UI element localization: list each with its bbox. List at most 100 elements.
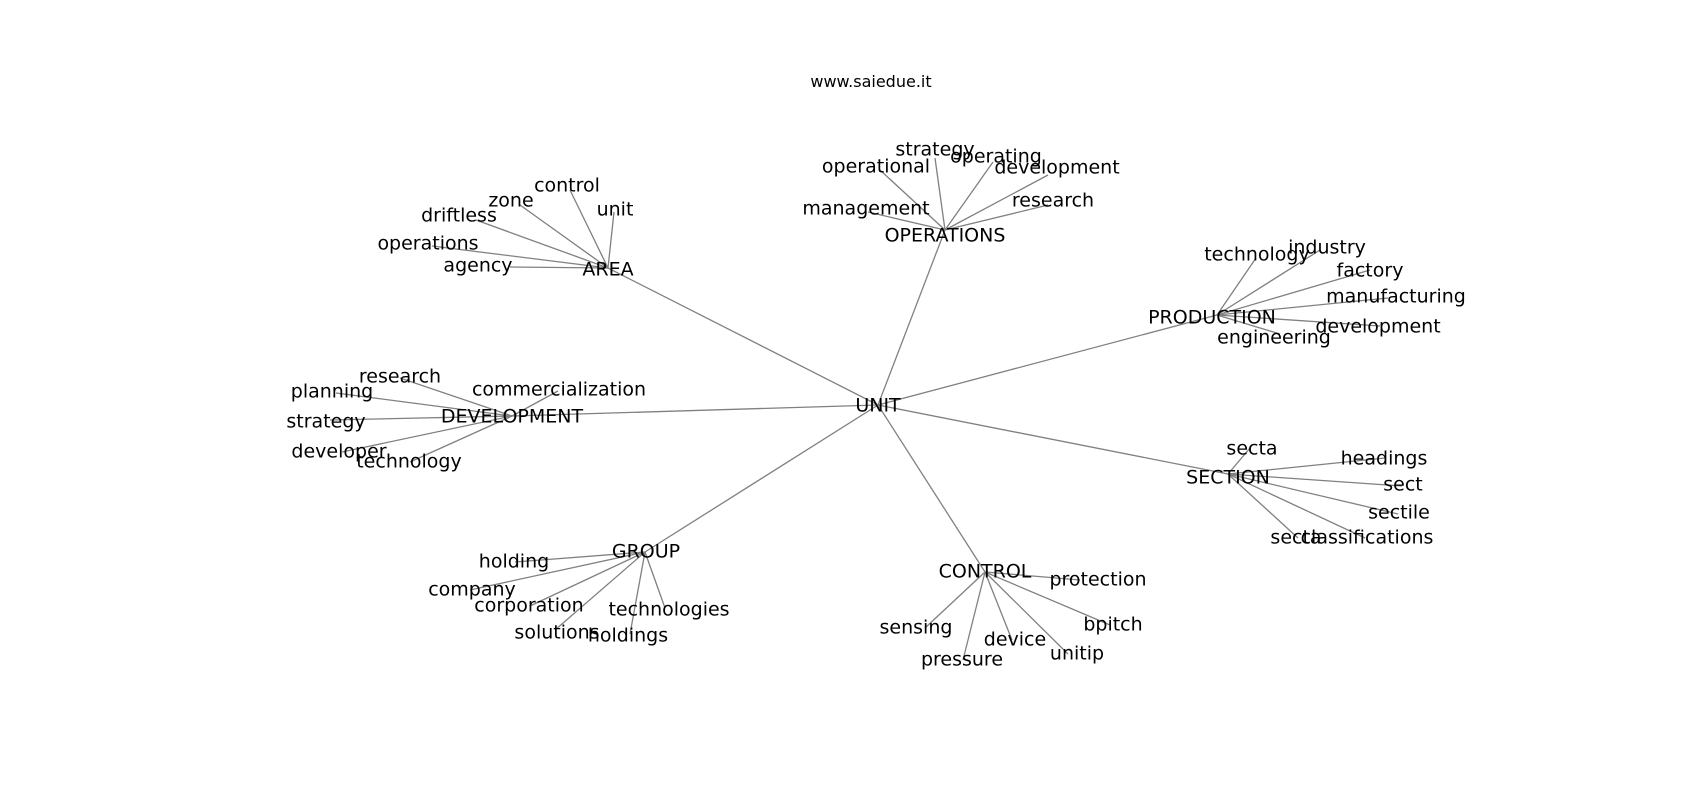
edge-hub-to-leaf xyxy=(341,415,513,453)
edge-hub-to-leaf xyxy=(1227,473,1399,515)
hub-node-label: SECTION xyxy=(1186,467,1270,489)
edge-hub-to-leaf xyxy=(944,161,994,231)
hub-node-label: DEVELOPMENT xyxy=(441,406,584,428)
edge-hub-to-leaf xyxy=(409,415,513,463)
leaf-node-label: agency xyxy=(443,255,512,277)
edge-hub-to-leaf xyxy=(1216,249,1321,316)
leaf-node-label: engineering xyxy=(1217,327,1331,349)
edge-hub-to-leaf xyxy=(984,571,1111,626)
edge-hub-to-leaf xyxy=(399,377,513,417)
leaf-node-label: pressure xyxy=(921,649,1003,671)
leaf-node-label: industry xyxy=(1288,237,1366,259)
leaf-node-label: strategy xyxy=(286,411,365,433)
edge-hub-to-leaf xyxy=(607,211,615,269)
edge-hub-to-leaf xyxy=(1227,447,1251,475)
leaf-node-label: protection xyxy=(1049,569,1146,591)
edge-hub-to-leaf xyxy=(1227,473,1299,539)
leaf-node-label: secta xyxy=(1270,527,1321,549)
leaf-node-label: technology xyxy=(1204,244,1310,266)
edge-hub-to-leaf xyxy=(514,551,646,563)
edge-root-to-hub xyxy=(877,229,946,406)
hub-node-label: GROUP xyxy=(612,541,680,563)
edge-hub-to-leaf xyxy=(529,551,646,607)
leaf-node-label: technology xyxy=(356,451,462,473)
edge-hub-to-leaf xyxy=(569,189,609,269)
labels-layer: UNITOPERATIONSstrategyoperatingoperation… xyxy=(286,139,1465,671)
leaf-node-label: management xyxy=(802,198,929,220)
edge-root-to-hub xyxy=(877,314,1218,406)
leaf-node-label: corporation xyxy=(474,595,583,617)
edge-hub-to-leaf xyxy=(509,266,609,269)
edge-hub-to-leaf xyxy=(879,169,946,231)
edge-hub-to-leaf xyxy=(329,415,513,421)
leaf-node-label: unitip xyxy=(1050,643,1104,665)
root-node-label: UNIT xyxy=(855,395,901,417)
leaf-node-label: commercialization xyxy=(472,379,646,401)
edge-hub-to-leaf xyxy=(519,204,609,269)
edge-hub-to-leaf xyxy=(469,551,646,591)
edge-hub-to-leaf xyxy=(944,174,1049,231)
edge-hub-to-leaf xyxy=(554,551,646,631)
edge-root-to-hub xyxy=(511,404,879,417)
hub-node-label: OPERATIONS xyxy=(885,225,1006,247)
edge-root-to-hub xyxy=(877,404,1229,475)
leaf-node-label: secta xyxy=(1226,438,1277,460)
site-title: www.saiedue.it xyxy=(810,72,932,91)
edge-root-to-hub xyxy=(607,267,879,406)
leaf-node-label: unit xyxy=(597,199,634,221)
edge-hub-to-leaf xyxy=(644,551,666,609)
leaf-node-label: sensing xyxy=(880,617,953,639)
edge-root-to-hub xyxy=(877,404,986,573)
leaf-node-label: manufacturing xyxy=(1326,286,1466,308)
leaf-node-label: development xyxy=(994,157,1119,179)
edge-hub-to-leaf xyxy=(511,390,559,417)
edge-hub-to-leaf xyxy=(1227,473,1366,539)
leaf-node-label: development xyxy=(1315,316,1440,338)
leaf-node-label: sect xyxy=(1383,474,1422,496)
leaf-node-label: holdings xyxy=(588,625,668,647)
hub-node-label: CONTROL xyxy=(939,561,1032,583)
edge-hub-to-leaf xyxy=(335,392,513,417)
edge-hub-to-leaf xyxy=(962,571,986,661)
hub-node-label: AREA xyxy=(582,259,633,281)
edges-layer xyxy=(329,157,1403,661)
leaf-node-label: research xyxy=(1012,190,1094,212)
leaf-node-label: classifications xyxy=(1301,527,1434,549)
leaf-node-label: driftless xyxy=(421,205,497,227)
leaf-node-label: control xyxy=(534,175,600,197)
leaf-node-label: sectile xyxy=(1368,502,1430,524)
leaf-node-label: zone xyxy=(488,190,533,212)
edge-hub-to-leaf xyxy=(984,571,1013,641)
leaf-node-label: holding xyxy=(479,551,549,573)
hub-node-label: PRODUCTION xyxy=(1148,307,1276,329)
edge-hub-to-leaf xyxy=(984,571,1069,655)
edge-hub-to-leaf xyxy=(1216,314,1281,335)
edge-hub-to-leaf xyxy=(629,551,646,635)
edge-hub-to-leaf xyxy=(924,571,986,629)
leaf-node-label: company xyxy=(428,579,516,601)
edge-hub-to-leaf xyxy=(1216,297,1389,316)
edge-hub-to-leaf xyxy=(867,211,946,231)
leaf-node-label: technologies xyxy=(608,599,729,621)
edge-hub-to-leaf xyxy=(1216,314,1381,327)
leaf-node-label: solutions xyxy=(514,622,599,644)
edge-hub-to-leaf xyxy=(1227,457,1386,475)
edge-hub-to-leaf xyxy=(1227,473,1403,487)
leaf-node-label: bpitch xyxy=(1083,614,1142,636)
leaf-node-label: factory xyxy=(1337,260,1404,282)
leaf-node-label: headings xyxy=(1341,448,1428,470)
leaf-node-label: planning xyxy=(291,381,373,403)
leaf-node-label: operations xyxy=(377,233,478,255)
edge-hub-to-leaf xyxy=(944,204,1049,231)
leaf-node-label: research xyxy=(359,366,441,388)
edge-hub-to-leaf xyxy=(1216,269,1371,316)
leaf-node-label: operational xyxy=(822,156,930,178)
leaf-node-label: strategy xyxy=(895,139,974,161)
edge-hub-to-leaf xyxy=(431,245,609,269)
leaf-node-label: operating xyxy=(950,146,1042,168)
edge-hub-to-leaf xyxy=(1216,257,1257,316)
leaf-node-label: developer xyxy=(291,441,386,463)
edge-root-to-hub xyxy=(644,404,879,553)
edge-hub-to-leaf xyxy=(984,571,1081,581)
